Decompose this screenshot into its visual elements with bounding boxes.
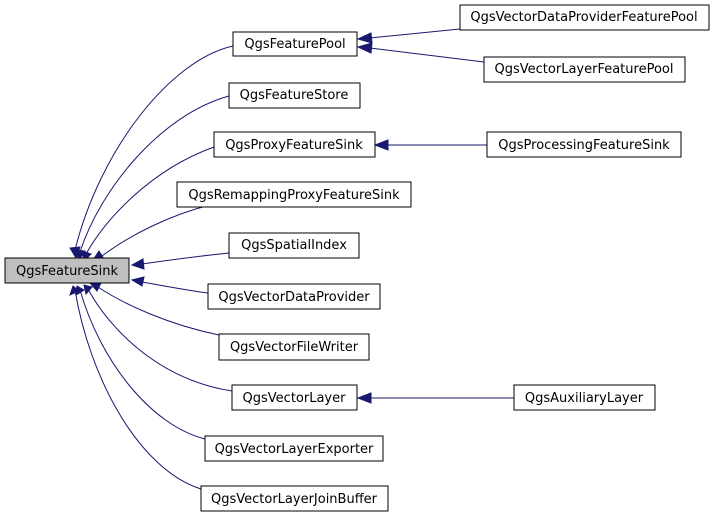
node-label: QgsFeaturePool (244, 37, 345, 52)
node-qgsvectorfilewriter[interactable]: QgsVectorFileWriter (218, 333, 370, 361)
edge-vectorfilewriter-to-featuresink (97, 286, 220, 336)
arrowhead-vectordataprovider (130, 276, 145, 287)
edge-spatialindex-to-featuresink (141, 252, 230, 265)
node-label: QgsVectorLayerJoinBuffer (211, 492, 378, 507)
node-qgsremappingproxyfeaturesink[interactable]: QgsRemappingProxyFeatureSink (176, 181, 412, 208)
node-qgsvectorlayer[interactable]: QgsVectorLayer (231, 384, 358, 411)
edge-vdpfeaturepool-to-featurepool (369, 28, 461, 39)
node-label: QgsFeatureSink (16, 264, 118, 279)
node-qgsvectorlayerfeaturepool[interactable]: QgsVectorLayerFeaturePool (483, 56, 686, 83)
node-label: QgsRemappingProxyFeatureSink (188, 188, 400, 203)
edge-vlfeaturepool-to-featurepool (369, 47, 485, 63)
node-label: QgsVectorDataProviderFeaturePool (470, 10, 697, 25)
node-qgsvectordataproviderfeaturepool[interactable]: QgsVectorDataProviderFeaturePool (459, 4, 710, 31)
node-label: QgsAuxiliaryLayer (525, 391, 644, 406)
node-label: QgsVectorLayerExporter (215, 442, 374, 457)
arrowhead-featurepool-from-vl (356, 42, 373, 54)
node-qgsvectorlayerexporter[interactable]: QgsVectorLayerExporter (204, 435, 384, 462)
edge-vectorlayerexporter-to-featuresink (79, 289, 206, 440)
arrowhead-spatialindex (130, 258, 145, 270)
arrowhead-featurepool-from-vdp (356, 32, 373, 44)
node-label: QgsVectorLayer (243, 391, 347, 406)
node-label: QgsFeatureStore (240, 88, 349, 103)
arrowheads (69, 32, 389, 404)
node-label: QgsProcessingFeatureSink (498, 138, 670, 153)
node-label: QgsProxyFeatureSink (225, 138, 363, 153)
node-label: QgsSpatialIndex (241, 238, 347, 253)
node-qgsfeaturestore[interactable]: QgsFeatureStore (228, 82, 361, 109)
arrowhead-vectorlayer (83, 284, 93, 296)
edge-vectorlayerjoinbuffer-to-featuresink (74, 289, 202, 490)
arrowhead-vectorlayer (356, 392, 372, 404)
arrowhead-vectorlayerjoinbuffer (69, 285, 80, 296)
node-label: QgsVectorDataProvider (218, 290, 370, 305)
edge-vectordataprovider-to-featuresink (141, 281, 209, 294)
edge-remappingproxy-to-featuresink (101, 204, 211, 257)
node-qgsfeaturepool[interactable]: QgsFeaturePool (232, 31, 358, 57)
node-qgsvectorlayerjoinbuffer[interactable]: QgsVectorLayerJoinBuffer (200, 485, 389, 512)
edge-vectorlayer-to-featuresink (87, 288, 233, 392)
node-qgsproxyfeaturesink[interactable]: QgsProxyFeatureSink (213, 131, 376, 158)
node-qgsspatialindex[interactable]: QgsSpatialIndex (228, 232, 360, 259)
arrowhead-proxysink (373, 139, 389, 151)
node-qgsauxiliarylayer[interactable]: QgsAuxiliaryLayer (513, 384, 656, 411)
node-label: QgsVectorFileWriter (230, 340, 359, 355)
node-qgsprocessingfeaturesink[interactable]: QgsProcessingFeatureSink (486, 131, 682, 158)
node-label: QgsVectorLayerFeaturePool (495, 62, 674, 77)
edges (74, 28, 514, 490)
node-qgsvectordataprovider[interactable]: QgsVectorDataProvider (207, 283, 381, 310)
edge-featurestore-to-featuresink (79, 95, 230, 253)
edge-proxyfeaturesink-to-featuresink (85, 146, 215, 255)
node-qgsfeaturesink[interactable]: QgsFeatureSink (4, 257, 130, 284)
edge-featurepool-to-featuresink (74, 45, 234, 251)
